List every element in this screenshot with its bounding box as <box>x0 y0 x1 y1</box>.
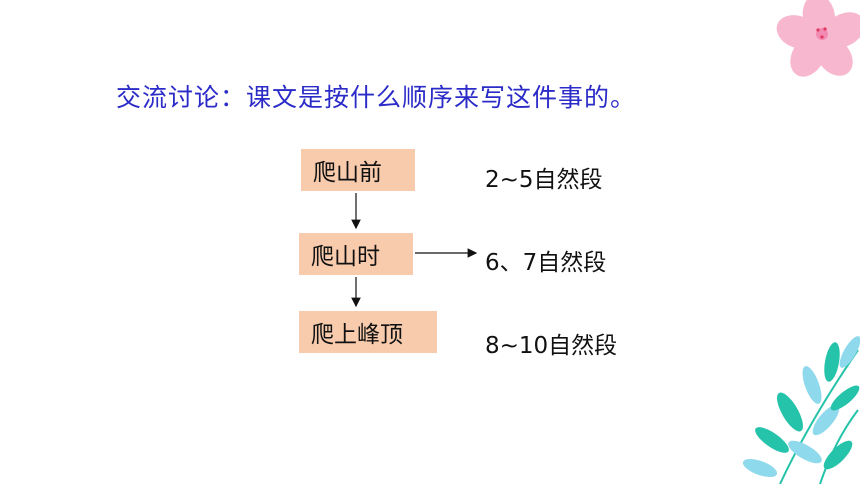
flower-icon <box>776 0 860 77</box>
page-title: 交流讨论：课文是按什么顺序来写这件事的。 <box>116 83 637 112</box>
step-box-before-climb: 爬山前 <box>301 149 415 191</box>
leaves-icon <box>742 336 860 484</box>
step-box-during-climb: 爬山时 <box>299 233 413 275</box>
paragraph-label-before-climb: 2~5自然段 <box>485 167 603 193</box>
step-box-reach-peak: 爬上峰顶 <box>299 311 437 353</box>
paragraph-label-during-climb: 6、7自然段 <box>485 250 607 276</box>
paragraph-label-reach-peak: 8~10自然段 <box>485 333 618 359</box>
